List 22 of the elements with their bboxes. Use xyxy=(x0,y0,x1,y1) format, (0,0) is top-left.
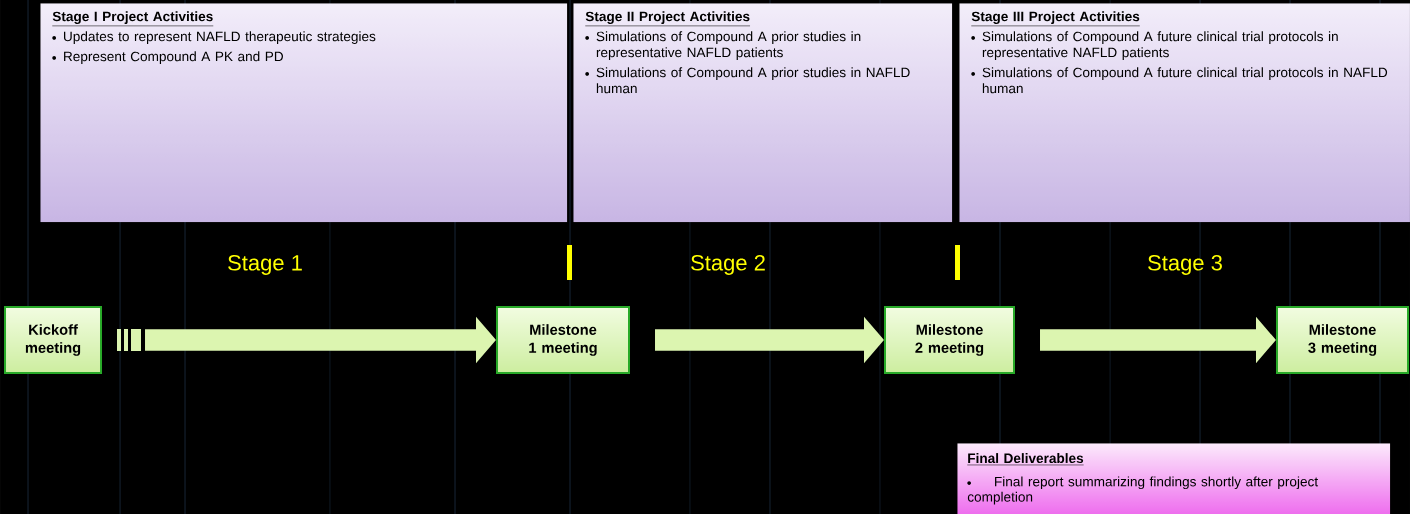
milestone-box: Kickoff meeting xyxy=(4,306,102,374)
deliverables-box: Final Deliverables Final report summarizing findings shortly after project completion xyxy=(967,453,1318,505)
milestone-box: Milestone 3 meeting xyxy=(1276,306,1409,374)
milestone-box: Milestone 2 meeting xyxy=(884,306,1015,374)
node-label: Updates to represent NAFLD therapeutic strategies xyxy=(64,31,376,44)
node-label: Final Deliverables xyxy=(968,453,1084,464)
milestone-box: Milestone 1 meeting xyxy=(496,306,630,374)
stage-label: Stage 3 xyxy=(1148,255,1222,275)
activity-box: Stage III Project Activities Simulations of Compound A future clinical trial protocols in representative NAFLD patients Simulations of Compound A future clinical trial protocols in NAFLD human xyxy=(971,11,1388,94)
node-label: Simulations of Compound A future clinical trial protocols in NAFLD human xyxy=(982,67,1388,94)
node-label: Simulations of Compound A prior studies in NAFLD human xyxy=(596,67,910,94)
stage-label: Stage 1 xyxy=(228,255,302,275)
node-label: Stage III Project Activities xyxy=(971,11,1140,25)
node-label: Final report summarizing findings shortly after project completion xyxy=(967,476,1319,505)
node-label: Simulations of Compound A future clinical trial protocols in representative NAFLD patients xyxy=(982,31,1338,60)
node-label: Represent Compound A PK and PD xyxy=(64,51,283,64)
node-label: Stage II Project Activities xyxy=(585,11,750,25)
node-label: Simulations of Compound A prior studies in representative NAFLD patients xyxy=(596,31,861,60)
node-label: Stage I Project Activities xyxy=(52,11,213,25)
activity-box: Stage I Project Activities Updates to represent NAFLD therapeutic strategies Represent Compound A PK and PD xyxy=(52,11,376,64)
activity-box: Stage II Project Activities Simulations of Compound A prior studies in representative NAFLD patients Simulations of Compound A prior studies in NAFLD human xyxy=(585,11,910,94)
stage-label: Stage 2 xyxy=(691,255,765,275)
